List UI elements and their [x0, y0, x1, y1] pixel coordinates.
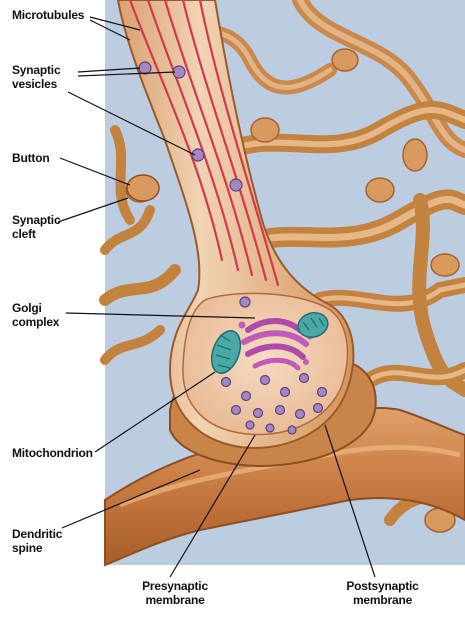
- label-synaptic-cleft: Synaptic cleft: [12, 213, 60, 241]
- label-postsynaptic-membrane: Postsynaptic membrane: [335, 579, 430, 607]
- label-presynaptic-membrane: Presynaptic membrane: [130, 579, 220, 607]
- label-dendritic-spine: Dendritic spine: [12, 527, 62, 555]
- label-button: Button: [12, 151, 49, 165]
- label-synaptic-vesicles: Synaptic vesicles: [12, 63, 60, 91]
- label-golgi-complex: Golgi complex: [12, 301, 59, 329]
- label-microtubules: Microtubules: [12, 8, 84, 22]
- label-mitochondrion: Mitochondrion: [12, 446, 93, 460]
- bouton-side-knob: [127, 175, 159, 201]
